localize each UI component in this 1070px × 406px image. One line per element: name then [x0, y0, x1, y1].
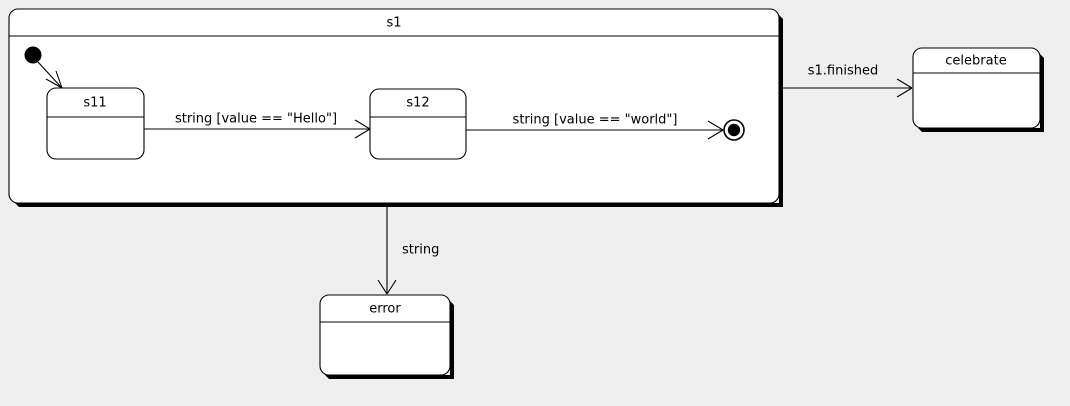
transition-initial-to-s11[interactable] — [37, 61, 63, 89]
transition-initial-to-s11-arrowhead — [45, 70, 63, 89]
final-node-ring — [723, 119, 745, 141]
state-s12[interactable]: s12 — [369, 88, 467, 160]
transition-s1-to-error-arrowhead — [377, 279, 397, 295]
transition-s11-to-s12-arrowhead — [354, 119, 371, 139]
initial-node[interactable] — [24, 46, 42, 64]
state-s11-body — [46, 87, 145, 160]
transition-s1-to-celebrate-label: s1.finished — [808, 64, 878, 79]
final-node-core — [727, 123, 741, 137]
final-node[interactable] — [723, 119, 745, 141]
state-s12-label: s12 — [406, 96, 429, 111]
state-celebrate[interactable]: celebrate — [912, 47, 1044, 132]
initial-node-circle — [24, 46, 42, 64]
state-celebrate-label: celebrate — [945, 54, 1006, 69]
transition-s12-to-final[interactable]: string [value == "world"] — [466, 113, 724, 140]
state-s12-body — [369, 88, 467, 160]
state-celebrate-body — [912, 47, 1041, 129]
transition-s12-to-final-arrowhead — [707, 120, 724, 140]
transition-s1-to-error[interactable]: string — [377, 205, 439, 295]
transition-s1-to-celebrate[interactable]: s1.finished — [783, 64, 913, 98]
state-error-label: error — [369, 302, 401, 317]
transition-s11-to-s12[interactable]: string [value == "Hello"] — [144, 112, 371, 139]
state-s11-label: s11 — [83, 96, 106, 111]
transition-initial-to-s11-line — [37, 61, 62, 88]
transition-s1-to-celebrate-arrowhead — [896, 78, 913, 98]
transition-s12-to-final-label: string [value == "world"] — [513, 113, 678, 128]
composite-state-s1-title: s1 — [386, 16, 401, 31]
state-s11[interactable]: s11 — [46, 87, 145, 160]
transition-s11-to-s12-label: string [value == "Hello"] — [175, 112, 337, 127]
state-error[interactable]: error — [319, 294, 454, 379]
transition-s1-to-error-label: string — [402, 243, 439, 258]
state-error-body — [319, 294, 451, 376]
